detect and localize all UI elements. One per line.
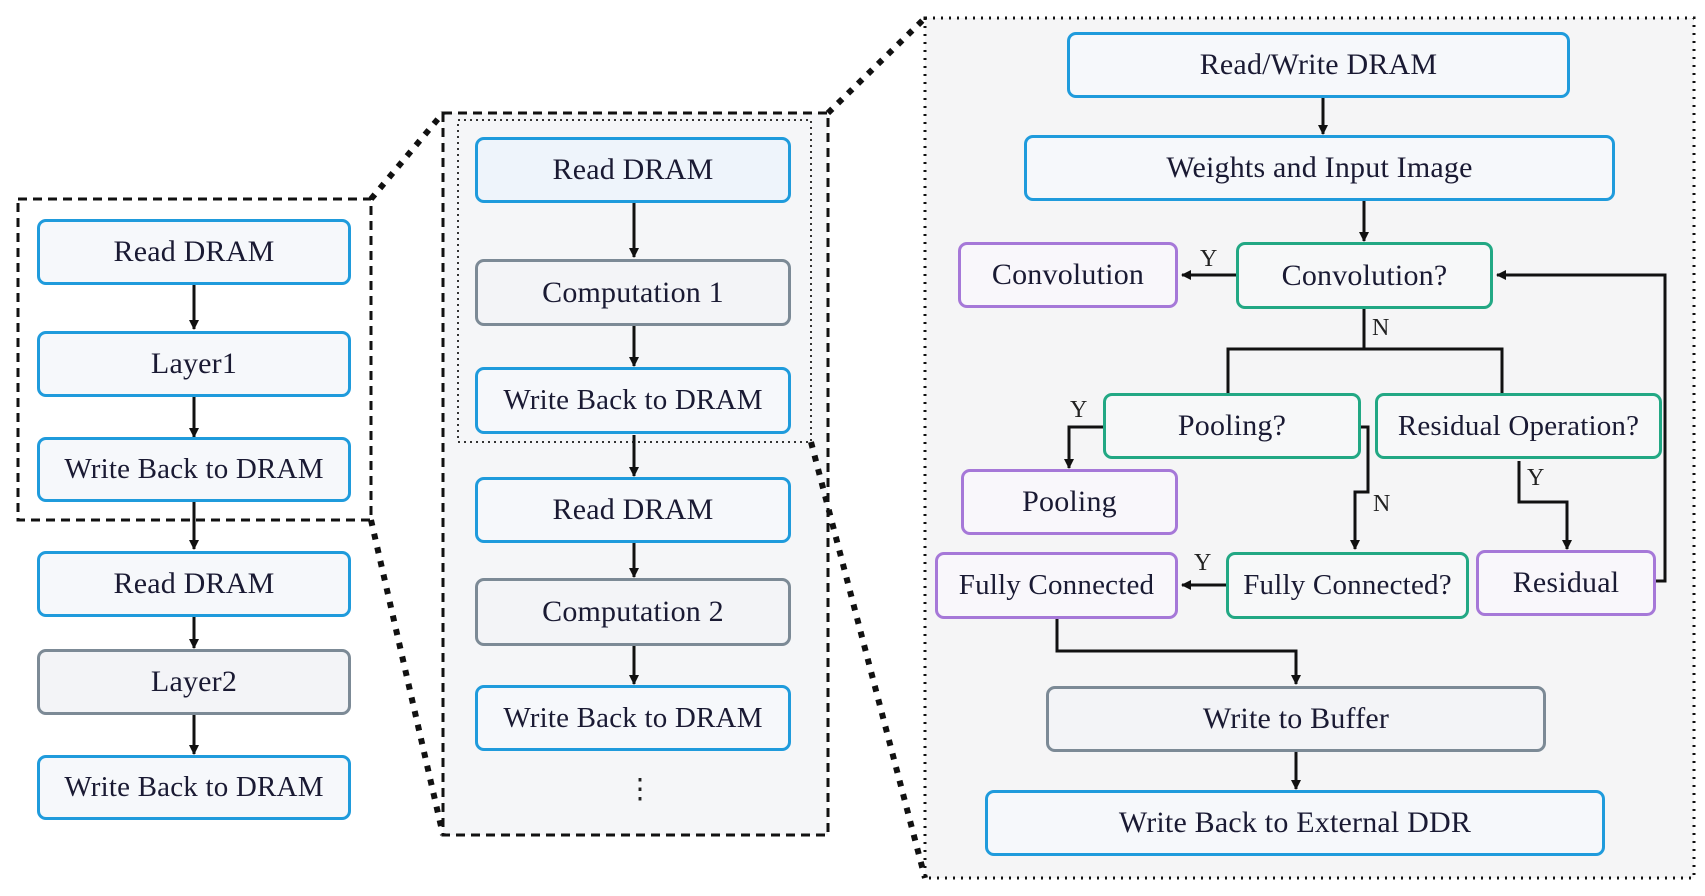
write-ddr-box: Write Back to External DDR — [985, 790, 1605, 856]
write-buffer-box: Write to Buffer — [1046, 686, 1546, 752]
zoom-connector — [368, 111, 446, 201]
mid-write-back-2: Write Back to DRAM — [475, 685, 791, 751]
convolution-decision: Convolution? — [1236, 242, 1493, 309]
mid-computation-1: Computation 1 — [475, 259, 791, 326]
right-frame — [923, 16, 1696, 880]
arrow — [1064, 425, 1103, 469]
left-write-back-2: Write Back to DRAM — [37, 755, 351, 820]
left-group-frame — [16, 197, 373, 522]
left-read-dram-1: Read DRAM — [37, 219, 351, 285]
left-layer1: Layer1 — [37, 331, 351, 397]
connector — [1364, 347, 1504, 393]
arrow — [1517, 461, 1572, 550]
fully-connected-decision: Fully Connected? — [1226, 552, 1469, 619]
zoom-connector — [808, 441, 928, 879]
residual-box: Residual — [1476, 550, 1656, 616]
left-write-back-1: Write Back to DRAM — [37, 437, 351, 502]
middle-frame — [441, 111, 830, 837]
pooling-box: Pooling — [961, 469, 1178, 535]
mid-computation-2: Computation 2 — [475, 578, 791, 646]
arrow — [1055, 618, 1301, 685]
left-layer2: Layer2 — [37, 649, 351, 715]
connector — [1226, 309, 1366, 393]
mid-read-dram-2: Read DRAM — [475, 477, 791, 543]
residual-decision: Residual Operation? — [1375, 393, 1662, 459]
arrow — [1496, 270, 1667, 583]
zoom-connector — [825, 15, 928, 116]
mid-read-dram-1: Read DRAM — [475, 137, 791, 203]
fully-connected-box: Fully Connected — [935, 552, 1178, 619]
rw-dram-box: Read/Write DRAM — [1067, 32, 1570, 98]
weights-input-box: Weights and Input Image — [1024, 135, 1615, 201]
left-read-dram-2: Read DRAM — [37, 551, 351, 617]
label-y-pooling: Y — [1070, 397, 1088, 423]
convolution-box: Convolution — [958, 242, 1178, 308]
label-y-residual: Y — [1527, 465, 1545, 491]
label-n-pooling: N — [1373, 491, 1391, 517]
zoom-connector — [368, 519, 446, 836]
pooling-decision: Pooling? — [1103, 393, 1361, 459]
label-n-convolution: N — [1372, 315, 1390, 341]
label-y-fully-connected: Y — [1194, 550, 1212, 576]
mid-write-back-1: Write Back to DRAM — [475, 367, 791, 434]
mid-ellipsis: ⋮ — [626, 774, 654, 805]
label-y-convolution: Y — [1200, 246, 1218, 272]
arrow — [1350, 425, 1370, 550]
middle-inner-frame — [457, 119, 812, 443]
